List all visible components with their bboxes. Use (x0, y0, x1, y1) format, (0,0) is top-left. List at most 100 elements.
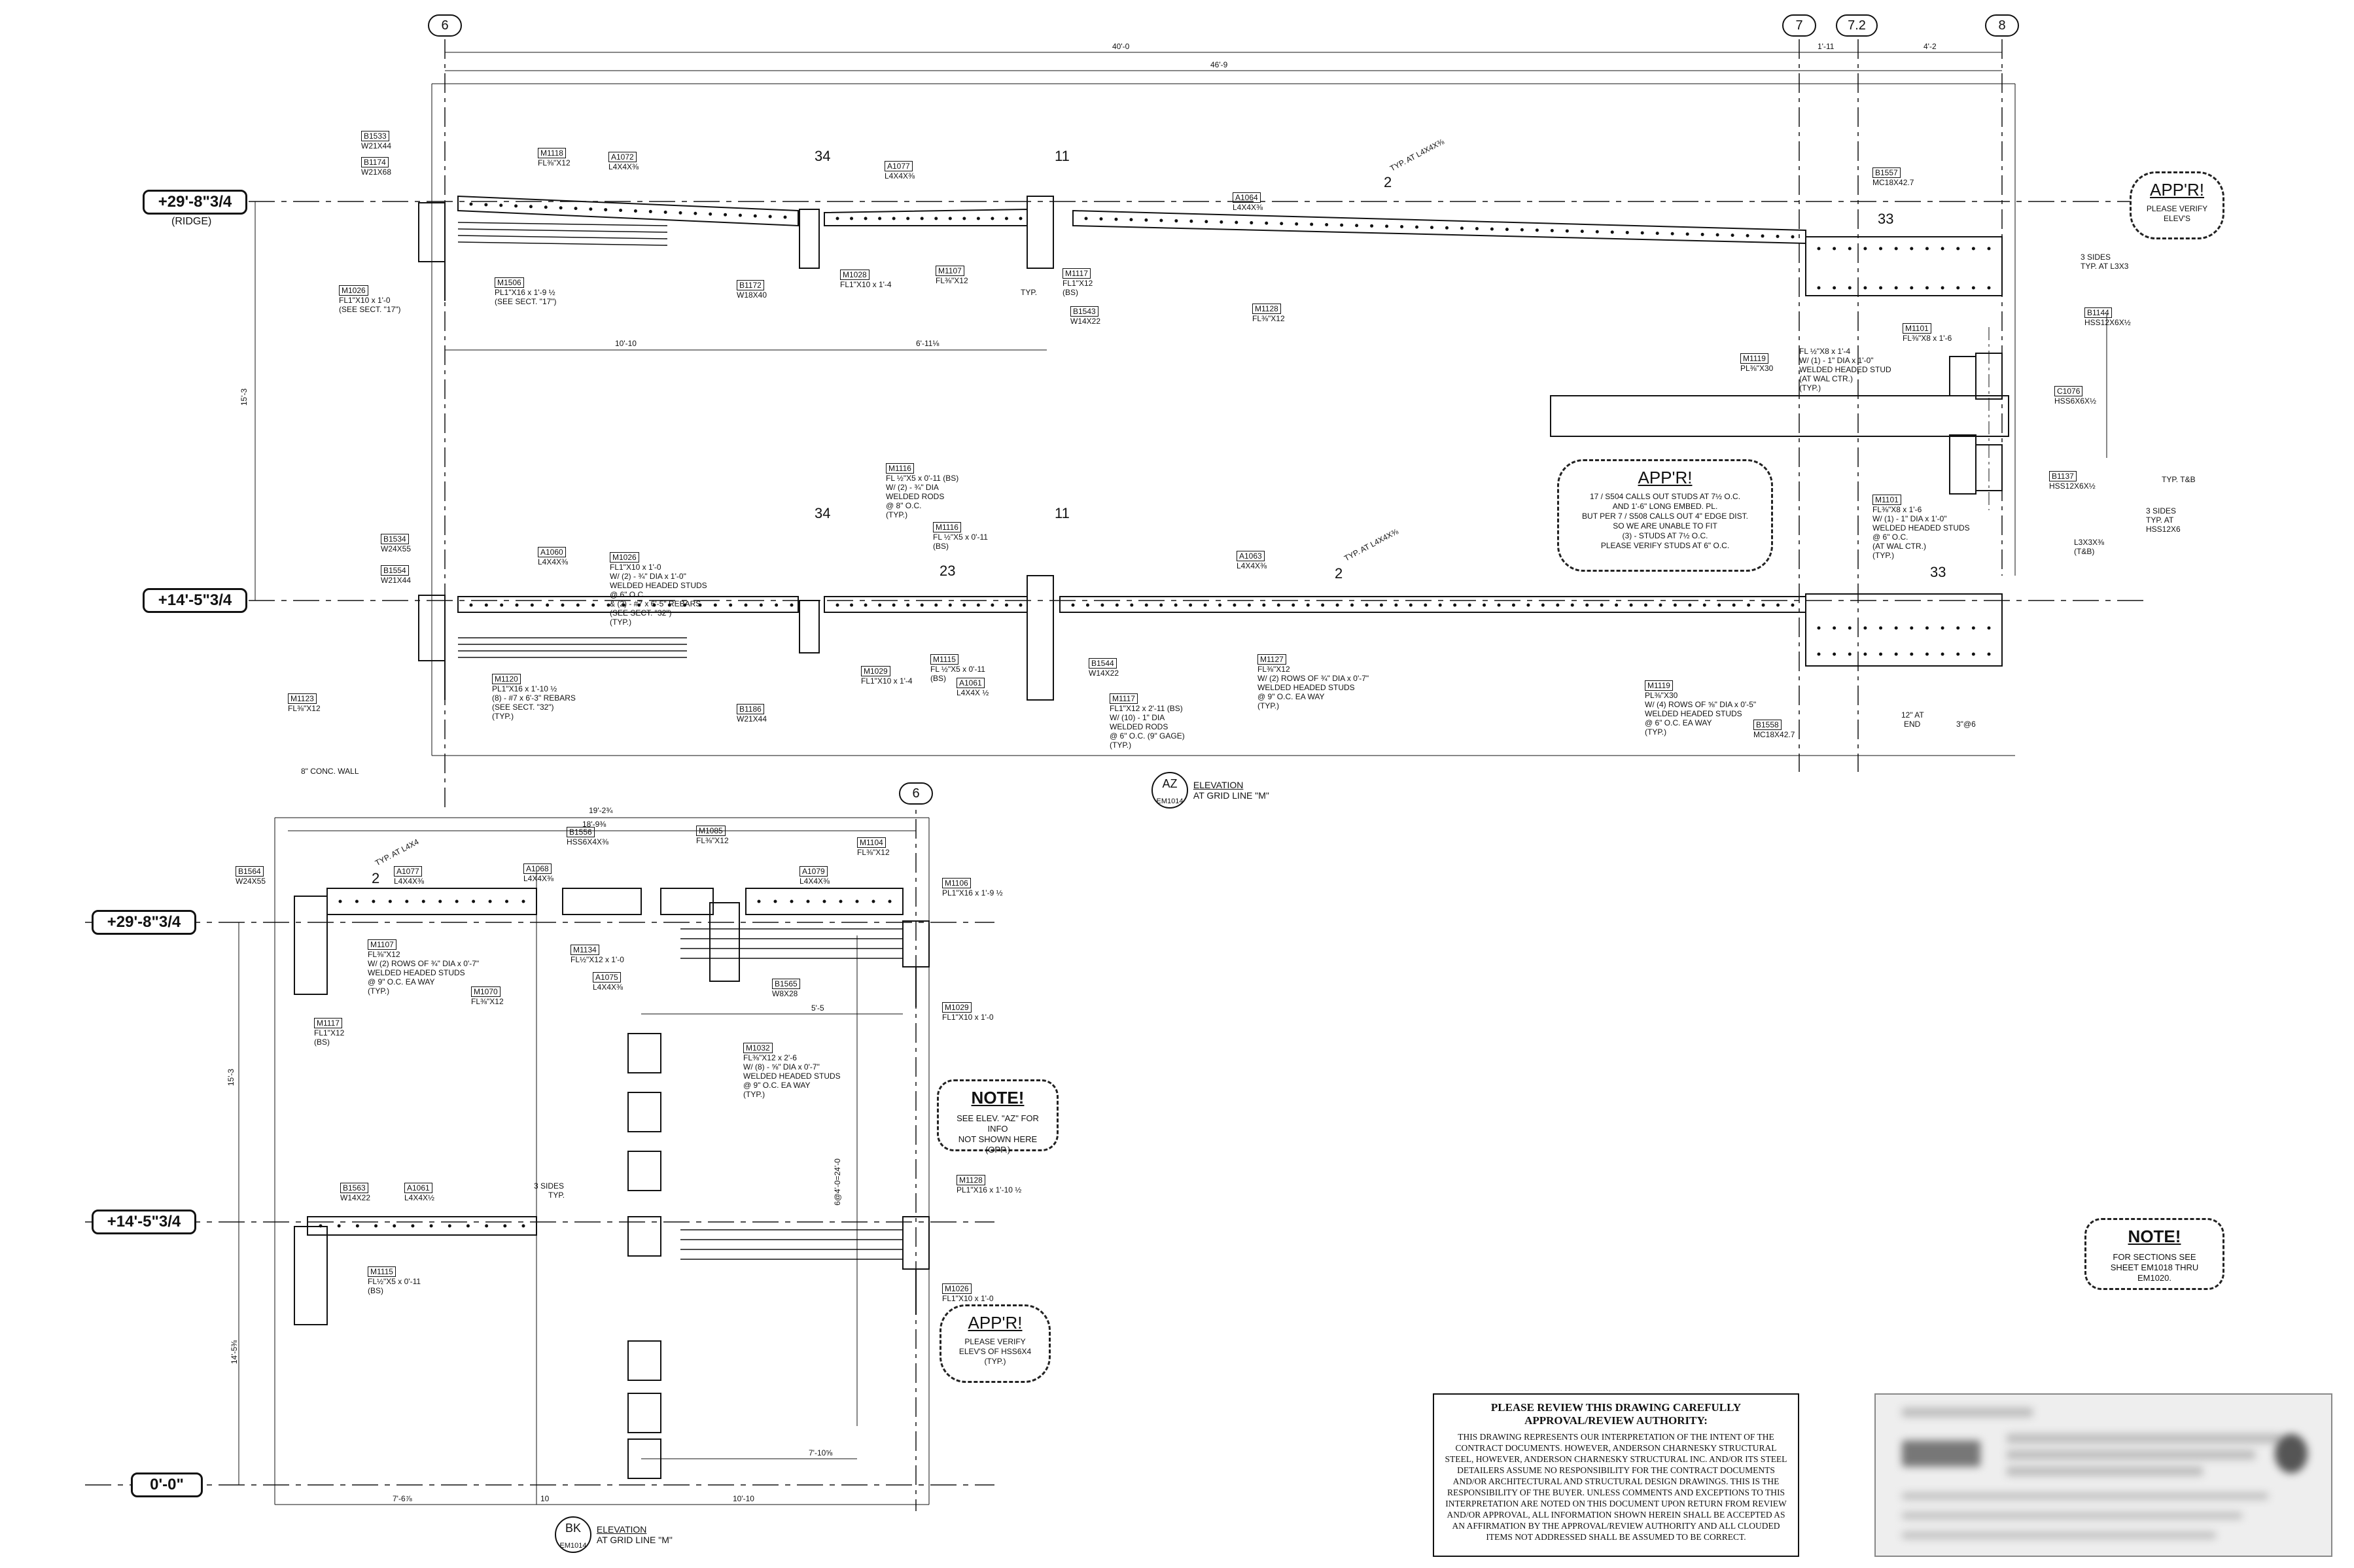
label-spacing: 3"@6 (1956, 720, 1976, 729)
bolt-hole (544, 205, 548, 209)
bolt-hole (1085, 603, 1089, 607)
bolt-hole (976, 217, 980, 220)
bolt-hole (355, 1224, 359, 1228)
label-hss12x6: HSS12X6 (2146, 525, 2181, 534)
bolt-hole (724, 213, 728, 217)
bolt-hole (753, 214, 757, 218)
bolt-hole (1910, 247, 1914, 251)
section-23: 23 (940, 563, 956, 579)
bolt-hole (530, 603, 534, 607)
dim-span-b: 6'-11⅛ (916, 339, 940, 348)
member-mark: M1026 (339, 285, 368, 296)
bolt-hole (878, 217, 882, 220)
section-11-top: 11 (1055, 148, 1070, 164)
section-11-low: 11 (1055, 505, 1070, 521)
note-head: NOTE! (2128, 1227, 2181, 1246)
bolt-hole (1791, 235, 1795, 239)
bolt-hole (906, 603, 910, 607)
bolt-hole (878, 603, 882, 607)
callout-line: W14X22 (1089, 669, 1119, 678)
member-mark: M1101 (1903, 323, 1931, 334)
bolt-hole (1776, 234, 1780, 238)
callout-line: W/ (2) - ¾" DIA (886, 483, 939, 492)
bk-members (294, 888, 930, 1479)
bolt-hole (744, 603, 748, 607)
bolt-hole (355, 899, 359, 903)
member-mark: B1137 (2049, 471, 2077, 481)
member-mark: B1172 (737, 280, 764, 290)
bolt-hole (1541, 603, 1545, 607)
bolt-hole (1409, 603, 1413, 607)
callout-line: L4X4X⅜ (394, 877, 425, 886)
bolt-hole (1833, 286, 1836, 290)
bolt-hole (888, 899, 892, 903)
member-mark: B1563 (340, 1183, 368, 1193)
member-mark: M1085 (696, 826, 726, 836)
bolt-hole (806, 899, 810, 903)
callout-line: FL ½"X5 x 0'-11 (BS) (886, 474, 959, 483)
callout-line: @ 6" O.C. (1872, 532, 1908, 542)
dim-height: 15'-3 (239, 388, 249, 406)
bolt-hole (1100, 603, 1104, 607)
bolt-hole (1159, 603, 1163, 607)
level-lower-base: 0'-0" (131, 1472, 203, 1497)
bolt-hole (1189, 603, 1193, 607)
bolt-hole (1971, 247, 1975, 251)
callout-line: FL⅜"X12 (538, 158, 571, 167)
member-mark: A1063 (1237, 551, 1265, 561)
bolt-hole (1350, 603, 1354, 607)
member-mark: M1106 (942, 878, 971, 888)
callout-line: @ 6" O.C. EA WAY (1645, 718, 1712, 727)
label-end: END (1904, 720, 1921, 729)
member-mark: M1123 (288, 693, 317, 704)
appr-head: APP'R! (2150, 180, 2204, 200)
member-mark: M1119 (1740, 353, 1768, 364)
callout-line: (TYP.) (886, 510, 908, 519)
callout-line: (BS) (314, 1037, 330, 1047)
level-lower-mid: +14'-5"3/4 (92, 1210, 196, 1234)
dim-lower-mid-b: 7'-10⅝ (809, 1448, 833, 1457)
callout-line: FL ½"X5 x 0'-11 (933, 532, 988, 542)
bolt-hole (652, 603, 656, 607)
callout-line: (BS) (1063, 288, 1078, 297)
callout-line: (TYP.) (1872, 551, 1895, 560)
callout-line: MC18X42.7 (1753, 730, 1795, 739)
bolt-hole (1460, 226, 1464, 230)
label-wal-ctr-5: (TYP.) (1799, 383, 1821, 392)
bolt-hole (1688, 603, 1692, 607)
bolt-hole (1550, 228, 1554, 232)
member-mark: M1117 (1110, 693, 1138, 704)
bolt-hole (738, 213, 742, 217)
bolt-hole (1894, 247, 1898, 251)
callout-line: @ 9" O.C. EA WAY (368, 977, 435, 986)
callout-line: WELDED HEADED STUDS (1872, 523, 1970, 532)
bolt-hole (606, 603, 610, 607)
dim-7-72: 1'-11 (1818, 42, 1835, 51)
appr-head: APP'R! (968, 1313, 1023, 1333)
ridge-beam-run (418, 195, 2003, 701)
bolt-hole (1370, 224, 1374, 228)
callout-line: FL⅜"X12 (936, 276, 968, 285)
bolt-hole (1511, 603, 1515, 607)
bolt-hole (500, 603, 504, 607)
dim-lower-mid-a: 5'-5 (811, 1003, 824, 1013)
section-34-low: 34 (815, 505, 831, 521)
bolt-hole (1340, 223, 1344, 227)
callout-line: W/ (2) - ¾" DIA x 1'-0" (610, 572, 686, 581)
